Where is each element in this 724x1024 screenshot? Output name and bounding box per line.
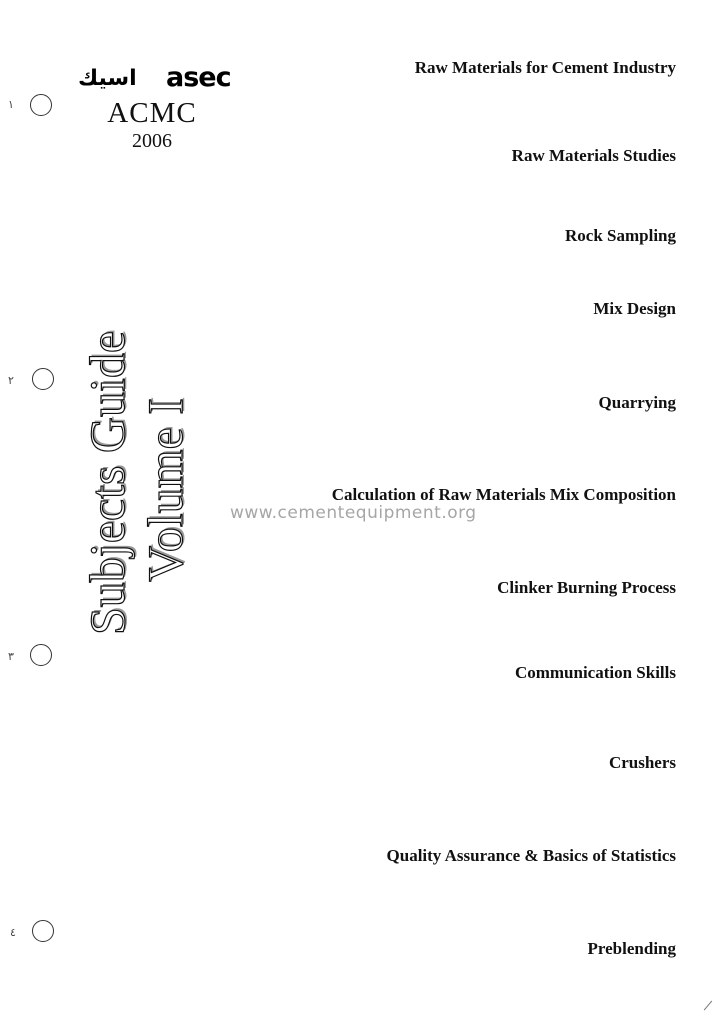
- subject-item: Crushers: [608, 753, 676, 772]
- hole-mark-2: ۲: [8, 374, 14, 387]
- subject-item: Quality Assurance & Basics of Statistics: [386, 846, 676, 865]
- binder-hole-4: [32, 920, 54, 942]
- subject-item: Raw Materials Studies: [511, 146, 676, 165]
- asec-logo: اسيك asec: [70, 60, 235, 94]
- org-year: 2006: [132, 130, 172, 152]
- subject-item: Preblending: [587, 939, 676, 958]
- corner-mark: [703, 1000, 713, 1011]
- subject-item: Mix Design: [593, 299, 676, 318]
- binder-hole-3: [30, 644, 52, 666]
- hole-mark-1: ۱: [8, 98, 14, 111]
- subject-item: Quarrying: [598, 393, 676, 412]
- subject-item: Communication Skills: [514, 663, 676, 682]
- title-line-2: Volume I: [136, 398, 193, 583]
- volume-title: Subjects Guide Volume I: [78, 330, 213, 635]
- title-line-1: Subjects Guide: [78, 330, 135, 635]
- subject-item: Rock Sampling: [565, 226, 676, 245]
- subject-item: Clinker Burning Process: [497, 578, 676, 597]
- logo-arabic-text: اسيك: [78, 66, 137, 91]
- subject-item: Raw Materials for Cement Industry: [414, 58, 676, 77]
- org-name: ACMC: [107, 97, 197, 129]
- logo-latin-text: asec: [166, 62, 232, 93]
- binder-hole-1: [30, 94, 52, 116]
- subject-item: Calculation of Raw Materials Mix Composi…: [331, 485, 676, 504]
- binder-hole-2: [32, 368, 54, 390]
- hole-mark-4: ٤: [10, 926, 16, 939]
- hole-mark-3: ۳: [8, 650, 14, 663]
- watermark-text: www.cementequipment.org: [230, 503, 477, 523]
